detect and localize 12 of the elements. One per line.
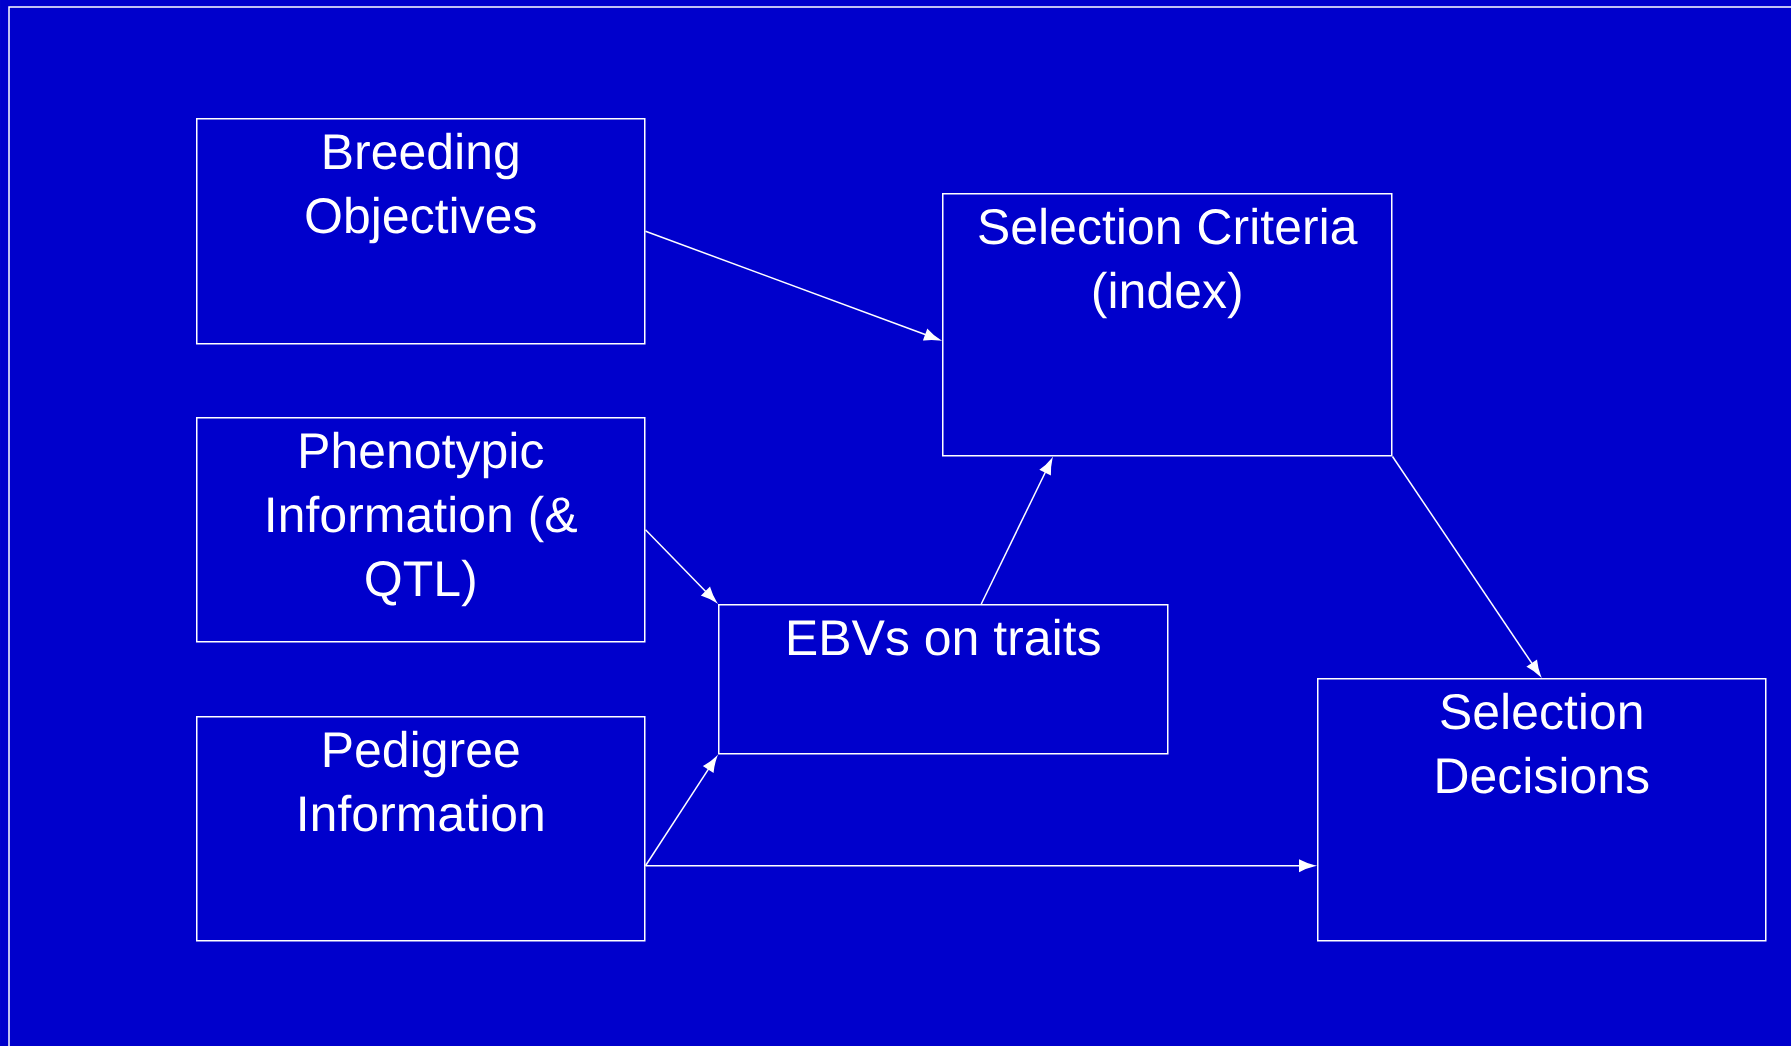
process-box: Pedigree Information (196, 716, 646, 942)
process-box: Phenotypic Information (& QTL) (196, 417, 646, 643)
arrow (1391, 455, 1541, 677)
process-box: Selection Criteria (index) (942, 193, 1393, 457)
arrow (980, 458, 1053, 605)
process-box: EBVs on traits (718, 604, 1169, 755)
arrow (644, 529, 717, 603)
process-box: Selection Decisions (1317, 678, 1767, 942)
arrow (644, 859, 1315, 872)
arrow (644, 756, 717, 867)
process-box: Breeding Objectives (196, 118, 646, 345)
arrow (644, 230, 940, 341)
